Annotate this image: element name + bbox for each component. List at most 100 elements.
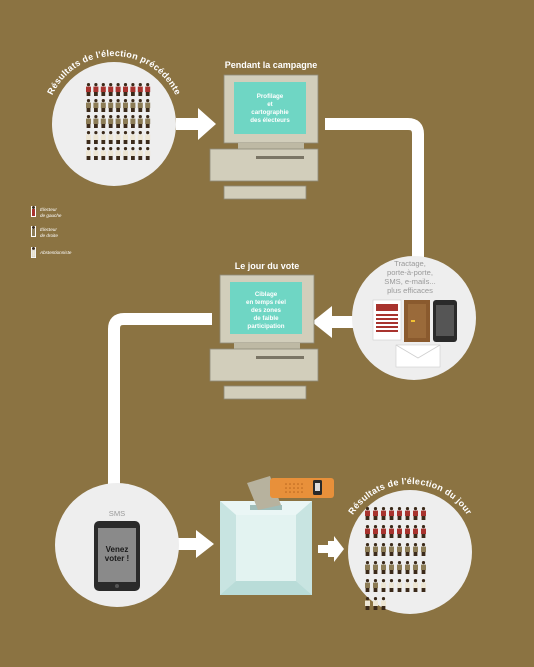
voter-figure xyxy=(137,131,143,144)
voter-figure xyxy=(365,525,370,538)
voter-figure xyxy=(130,115,136,128)
arrowhead-to-ballot xyxy=(196,530,214,558)
screen1-line4: des électeurs xyxy=(250,117,290,124)
legend-item-abstain: Abstentionniste xyxy=(31,247,72,258)
voter-figure xyxy=(397,579,402,592)
voter-figure xyxy=(86,99,91,112)
voter-figure xyxy=(365,507,370,520)
voter-figure xyxy=(389,579,394,592)
leaflet-icon xyxy=(372,299,402,341)
voter-figure xyxy=(115,147,121,160)
voter-figure xyxy=(145,131,151,144)
sms-message-line1: Venez xyxy=(106,545,129,554)
svg-text:plus efficaces: plus efficaces xyxy=(387,286,433,295)
connector-computer-to-sms xyxy=(108,313,212,488)
envelope-icon xyxy=(395,344,441,368)
voter-figure xyxy=(405,579,410,592)
voter-figure xyxy=(389,561,394,574)
voter-figure xyxy=(421,525,426,538)
voter-figure xyxy=(115,115,121,128)
voter-figure xyxy=(137,147,143,160)
voter-figure xyxy=(373,543,378,556)
voter-figure xyxy=(381,543,386,556)
voter-figure xyxy=(405,543,410,556)
keyboard-icon xyxy=(223,185,307,200)
voter-figure xyxy=(123,147,128,160)
voter-figure xyxy=(373,597,378,610)
svg-text:Tractage,: Tractage, xyxy=(394,259,426,268)
voter-figure xyxy=(365,543,370,556)
voter-figure xyxy=(413,561,418,574)
voter-figure xyxy=(389,543,394,556)
screen2-line3: des zones xyxy=(251,307,281,314)
screen1-line1: Profilage xyxy=(257,93,284,100)
voter-figure xyxy=(421,507,426,520)
smartphone-icon: Venez voter ! xyxy=(94,521,140,591)
voter-figure xyxy=(108,147,114,160)
voter-figure xyxy=(145,147,151,160)
day-results-voters xyxy=(365,507,426,610)
voter-figure xyxy=(100,115,106,128)
voter-figure xyxy=(137,115,143,128)
voter-figure xyxy=(413,543,418,556)
voter-figure xyxy=(100,83,106,96)
voter-figure xyxy=(413,507,418,520)
screen2-line4: de faible xyxy=(253,315,279,322)
voter-figure xyxy=(381,579,386,592)
voter-figure xyxy=(381,507,386,520)
voter-figure xyxy=(123,83,128,96)
sms-label: SMS xyxy=(109,509,125,518)
keyboard-icon xyxy=(223,385,307,400)
arrowhead-to-computer1 xyxy=(198,108,216,140)
screen2-line1: Ciblage xyxy=(255,291,278,298)
screen-vote-day xyxy=(230,282,302,334)
legend: Électeur de gauche Électeur de droite Ab… xyxy=(31,206,72,258)
outreach-text: Tractage, porte-à-porte, SMS, e-mails...… xyxy=(384,259,435,295)
campaign-title: Pendant la campagne xyxy=(225,60,318,70)
voter-figure xyxy=(365,579,370,592)
voter-figure xyxy=(421,543,426,556)
prev-results-voters xyxy=(86,83,151,160)
svg-text:Abstentionniste: Abstentionniste xyxy=(39,250,72,255)
voter-figure xyxy=(100,99,106,112)
screen2-line5: participation xyxy=(247,323,284,330)
voter-figure xyxy=(93,99,99,112)
voter-figure xyxy=(86,131,91,144)
voter-figure xyxy=(365,597,370,610)
voter-figure xyxy=(93,115,99,128)
voter-figure xyxy=(100,147,106,160)
arrowhead-to-computer2 xyxy=(312,306,332,338)
voter-figure xyxy=(123,115,128,128)
voter-figure xyxy=(421,579,426,592)
voter-figure xyxy=(421,561,426,574)
voter-figure xyxy=(373,579,378,592)
voter-figure xyxy=(397,507,402,520)
voter-figure xyxy=(130,99,136,112)
voter-figure xyxy=(123,131,128,144)
voter-figure xyxy=(130,147,136,160)
mobile-phone-icon xyxy=(433,300,457,342)
voter-figure xyxy=(86,83,91,96)
voter-figure xyxy=(130,83,136,96)
voter-figure xyxy=(93,83,99,96)
voter-figure xyxy=(397,543,402,556)
svg-text:SMS, e-mails...: SMS, e-mails... xyxy=(384,277,435,286)
screen2-line2: en temps réel xyxy=(246,299,286,306)
screen-campaign xyxy=(234,82,306,134)
voter-figure xyxy=(365,561,370,574)
voter-figure xyxy=(108,115,114,128)
legend-item-right: Électeur de droite xyxy=(31,226,58,238)
voter-figure xyxy=(93,131,99,144)
phone-in-slot-icon xyxy=(270,478,334,498)
voter-figure xyxy=(373,525,378,538)
voter-figure xyxy=(93,147,99,160)
voter-figure xyxy=(145,99,151,112)
screen1-line3: cartographie xyxy=(251,109,289,116)
voter-figure xyxy=(413,525,418,538)
voter-figure xyxy=(389,525,394,538)
vote-day-title: Le jour du vote xyxy=(235,261,300,271)
voter-figure xyxy=(130,131,136,144)
voter-figure xyxy=(108,83,114,96)
arrowhead-to-results xyxy=(318,536,344,562)
